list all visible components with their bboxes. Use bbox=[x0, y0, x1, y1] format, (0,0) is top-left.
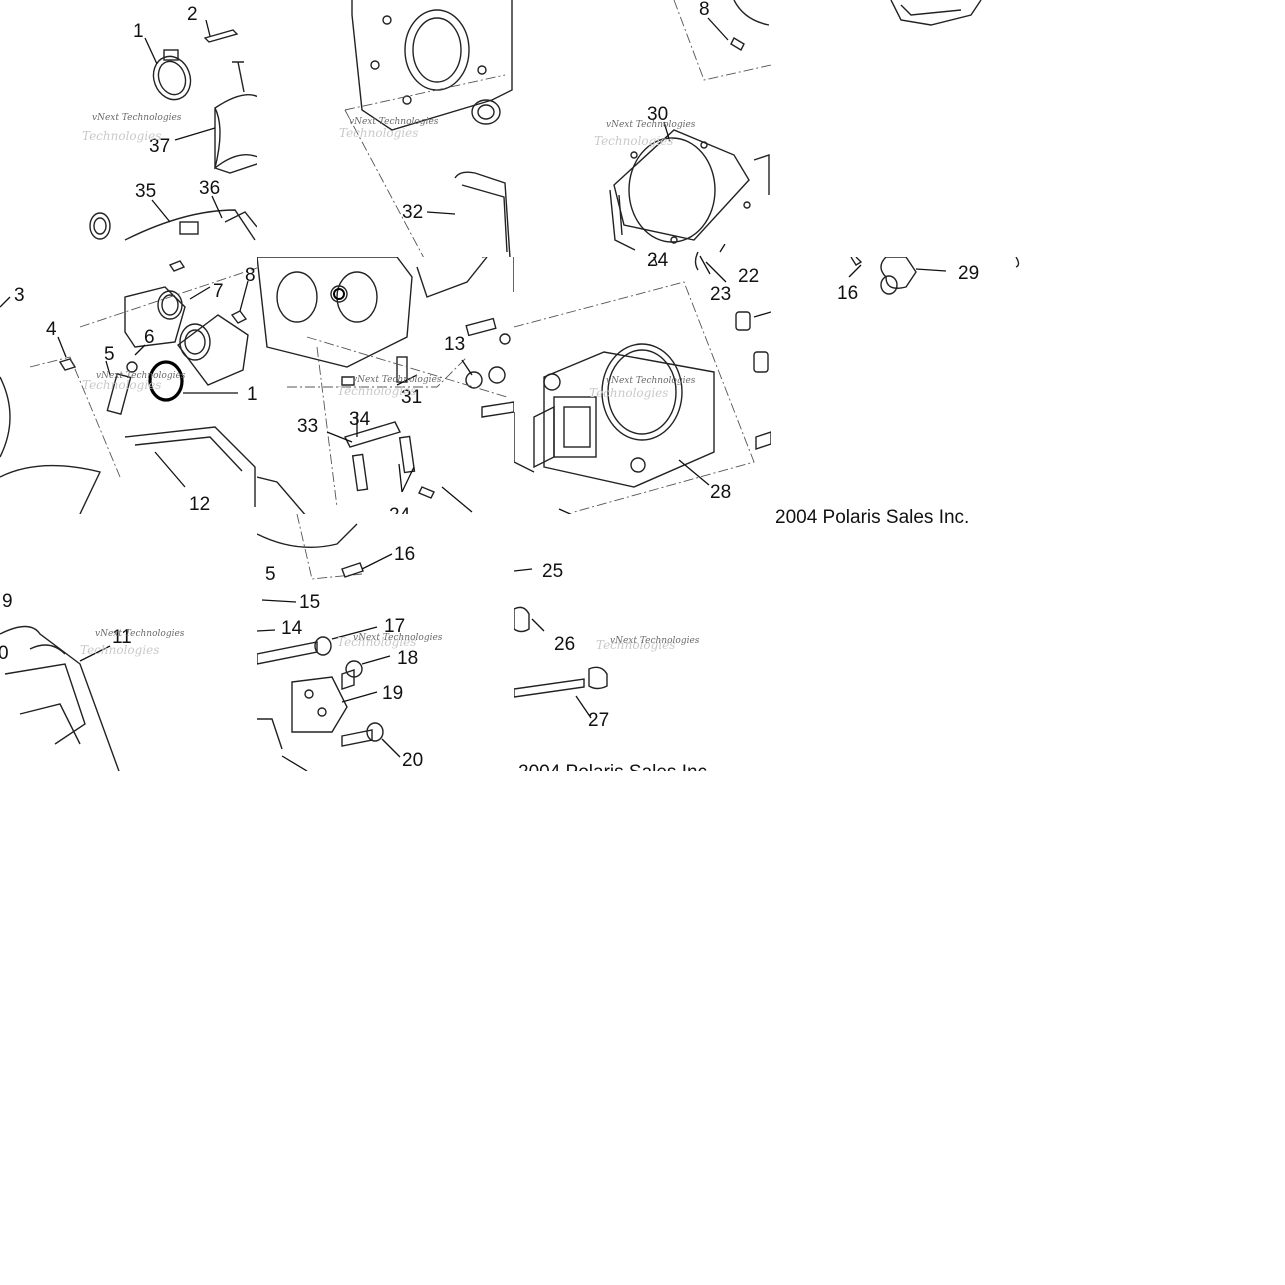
watermark: vNext Technologies bbox=[352, 375, 442, 385]
callout-29: 29 bbox=[958, 263, 979, 284]
watermark: vNext Technologies bbox=[353, 633, 443, 643]
tile-upper-right-strip bbox=[771, 0, 1028, 30]
watermark: vNext Technologies bbox=[606, 376, 696, 386]
callout-24-c: 24 bbox=[647, 250, 669, 271]
callout-8: 8 bbox=[699, 0, 710, 20]
callout-9: 9 bbox=[2, 591, 13, 612]
callout-7: 7 bbox=[213, 281, 224, 302]
watermark-shadow: Technologies bbox=[82, 129, 161, 143]
ring-callouts-drawing: 24 22 23 bbox=[647, 244, 759, 304]
callout-17: 17 bbox=[384, 616, 405, 637]
callout-30: 30 bbox=[647, 104, 668, 125]
tile-cylinder-gasket: 8 30 Technologies vNext Technologies bbox=[514, 0, 771, 257]
watermark-shadow: Technologies bbox=[337, 384, 416, 398]
callout-25: 25 bbox=[542, 561, 563, 582]
callout-22: 22 bbox=[738, 266, 759, 287]
callout-18: 18 bbox=[397, 648, 418, 669]
callout-15: 15 bbox=[299, 592, 320, 613]
callout-2: 2 bbox=[187, 4, 198, 25]
watermark: vNext Technologies bbox=[95, 629, 185, 639]
callout-8-b: 8 bbox=[245, 265, 256, 286]
copyright-text-b: 2004 Polaris Sales Inc. bbox=[775, 507, 969, 527]
upper-right-strip-drawing bbox=[890, 0, 982, 26]
tile-cylinder-block: 24 28 21 Technologies vNext Technologies bbox=[514, 257, 771, 514]
callout-36: 36 bbox=[199, 178, 220, 199]
watermark-shadow: Technologies bbox=[594, 134, 673, 148]
watermark-shadow: Technologies bbox=[339, 126, 418, 140]
watermark: vNext Technologies bbox=[349, 117, 439, 127]
callout-19: 19 bbox=[382, 683, 403, 704]
callout-35: 35 bbox=[135, 181, 156, 202]
bolts-bracket-drawing: 5 16 15 14 17 18 19 20 Technologies vNex… bbox=[257, 514, 443, 771]
head-gasket-drawing: 32 Technologies vNext Technologies bbox=[339, 0, 513, 257]
cylinder-gasket-drawing: 8 30 Technologies vNext Technologies bbox=[594, 0, 771, 251]
watermark: vNext Technologies bbox=[96, 371, 186, 381]
watermark-shadow: Technologies bbox=[337, 635, 416, 649]
callout-20: 20 bbox=[402, 750, 423, 771]
watermark-shadow: Technologies bbox=[80, 643, 159, 657]
callout-6: 6 bbox=[144, 327, 155, 348]
callout-10: 0 bbox=[0, 643, 9, 664]
callout-13: 13 bbox=[444, 334, 465, 355]
callout-1-b: 1 bbox=[247, 384, 257, 405]
callout-32: 32 bbox=[402, 202, 423, 223]
callout-16-b: 16 bbox=[837, 283, 858, 304]
hose-clamp-drawing: 1 2 37 35 36 Technologies vNext Technolo… bbox=[82, 4, 257, 241]
cylinder-block-drawing: 24 28 21 Technologies vNext Technologies bbox=[514, 257, 771, 514]
watermark-shadow: Technologies bbox=[596, 638, 675, 652]
callout-24: 24 bbox=[389, 505, 411, 514]
callout-4: 4 bbox=[46, 319, 57, 340]
callout-3: 3 bbox=[14, 285, 25, 306]
copyright-text: 2004 Polaris Sales Inc. bbox=[518, 762, 712, 771]
callout-34: 34 bbox=[349, 409, 371, 430]
callout-26: 26 bbox=[554, 634, 575, 655]
callout-37: 37 bbox=[149, 136, 170, 157]
long-bolt-drawing: 25 26 27 2004 Polaris Sales Inc. Technol… bbox=[514, 561, 712, 771]
tile-cylinder-head: 13 31 33 34 24 Technologies vNext Techno… bbox=[257, 257, 514, 514]
tile-thermostat-housing: 3 4 5 6 7 8 1 12 Technologies vNext Tech… bbox=[0, 257, 257, 514]
callout-28: 28 bbox=[710, 482, 731, 503]
callout-12: 12 bbox=[189, 494, 210, 514]
callout-23: 23 bbox=[710, 284, 731, 304]
callout-1: 1 bbox=[133, 21, 144, 42]
outlet-elbow-drawing: 16 29 © 2004 Polaris Sales Inc. bbox=[775, 257, 1020, 527]
callout-27: 27 bbox=[588, 710, 609, 731]
valve-cover-drawing: 9 0 11 Technologies vNext Technologies bbox=[0, 591, 185, 771]
tile-valve-cover: 9 0 11 Technologies vNext Technologies bbox=[0, 514, 257, 771]
tile-head-gasket: 32 Technologies vNext Technologies bbox=[257, 0, 514, 257]
callout-5: 5 bbox=[104, 344, 115, 365]
callout-11: 11 bbox=[112, 627, 132, 648]
watermark-shadow: Technologies bbox=[589, 386, 668, 400]
callout-31: 31 bbox=[401, 387, 422, 408]
tile-hose-clamp: 1 2 37 35 36 Technologies vNext Technolo… bbox=[0, 0, 257, 257]
callout-14: 14 bbox=[281, 618, 303, 639]
tile-ring-callouts: 24 22 23 bbox=[640, 244, 771, 304]
watermark-shadow: Technologies bbox=[82, 378, 161, 392]
tile-long-bolt: 25 26 27 2004 Polaris Sales Inc. Technol… bbox=[514, 514, 771, 771]
callout-33: 33 bbox=[297, 416, 318, 437]
callout-16: 16 bbox=[394, 544, 415, 565]
watermark: vNext Technologies bbox=[606, 120, 696, 130]
callout-5-b: 5 bbox=[265, 564, 276, 585]
thermostat-housing-drawing: 3 4 5 6 7 8 1 12 Technologies vNext Tech… bbox=[0, 260, 257, 514]
cylinder-head-drawing: 13 31 33 34 24 Technologies vNext Techno… bbox=[257, 257, 514, 514]
tile-outlet-elbow: 16 29 © 2004 Polaris Sales Inc. bbox=[771, 257, 1028, 527]
watermark: vNext Technologies bbox=[92, 113, 182, 123]
tile-bolts-bracket: 5 16 15 14 17 18 19 20 Technologies vNex… bbox=[257, 514, 514, 771]
watermark: vNext Technologies bbox=[610, 636, 700, 646]
